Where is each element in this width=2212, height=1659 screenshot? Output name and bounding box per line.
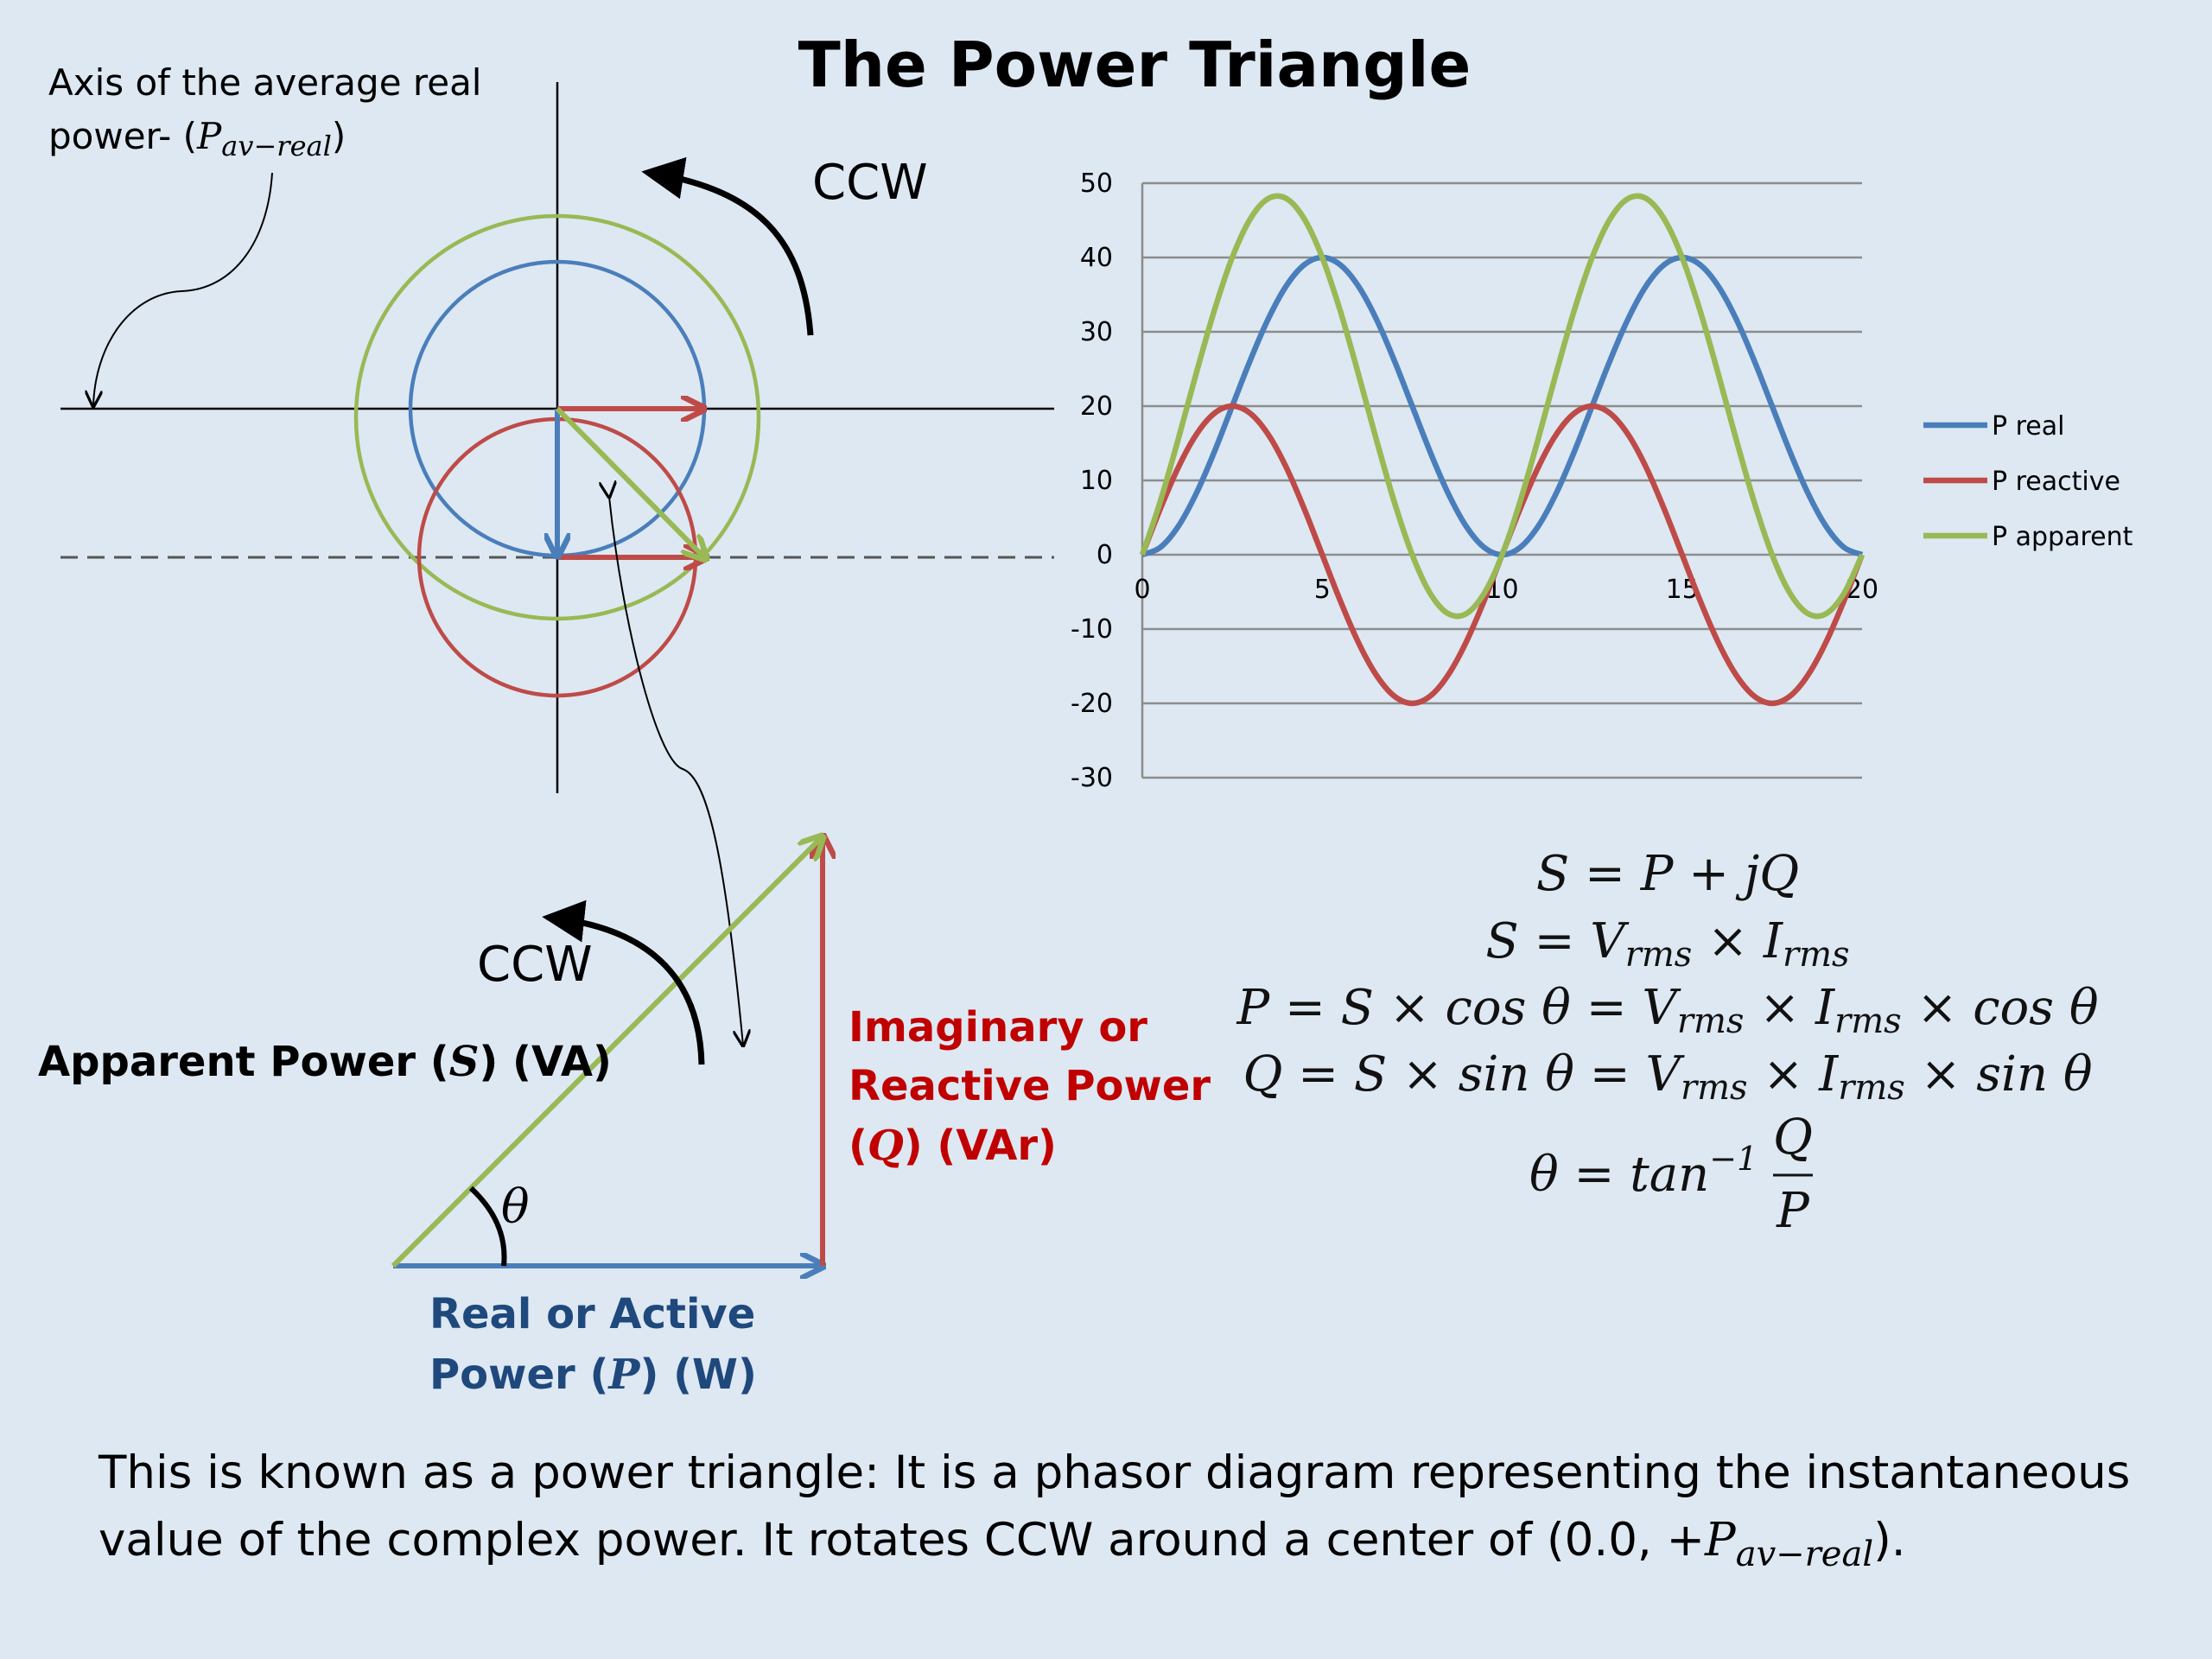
page-title: The Power Triangle [798, 29, 1471, 101]
ccw-label: CCW [812, 155, 928, 211]
chart-gridlines [1141, 181, 1862, 779]
chart-legend-label: P reactive [1992, 467, 2120, 497]
chart-y-tick-label: 0 [1096, 540, 1113, 570]
chart-series-lines [1139, 193, 1866, 707]
axis-note-pointer [93, 172, 273, 406]
reactive-power-label-line3: (Q) (VAr) [849, 1122, 1057, 1170]
theta-angle-arc [468, 1185, 507, 1267]
formula-theta-denominator: P [1776, 1183, 1810, 1239]
chart-y-tick-label: 30 [1080, 317, 1113, 347]
formula-apparent-power: S = Vrms × Irms [1485, 913, 1849, 975]
chart-x-tick-label: 5 [1314, 575, 1331, 605]
formula-real-power: P = S × cos θ = Vrms × Irms × cos θ [1236, 980, 2098, 1041]
connector-arrow [609, 497, 743, 1046]
formula-theta-numerator: Q [1773, 1109, 1813, 1166]
power-triangle: θ CCW Apparent Power (S) (VA) Imaginary … [38, 838, 1211, 1399]
theta-symbol: θ [501, 1179, 530, 1234]
chart-x-tick-label: 0 [1134, 575, 1150, 605]
ccw-label-lower: CCW [477, 937, 593, 993]
axis-note-line2: power- (Pav−real) [48, 115, 346, 162]
formula-block: S = P + jQ S = Vrms × Irms P = S × cos θ… [1236, 846, 2098, 1239]
ccw-rotation-arrow [641, 156, 814, 336]
chart-y-tick-label: -10 [1071, 614, 1113, 645]
chart-y-tick-label: 40 [1080, 243, 1113, 273]
chart-y-tick-label: 50 [1080, 168, 1113, 199]
formula-theta: θ = tan−1 [1529, 1140, 1758, 1203]
real-power-label-line1: Real or Active [429, 1290, 755, 1338]
apparent-power-circle [353, 213, 761, 621]
chart-y-tick-label: 10 [1080, 466, 1113, 496]
caption-line1: This is known as a power triangle: It is… [98, 1446, 2130, 1499]
chart-legend-label: P real [1992, 411, 2064, 442]
chart-y-tick-label: 20 [1080, 391, 1113, 422]
reactive-power-label-line1: Imaginary or [849, 1003, 1147, 1052]
formula-reactive-power: Q = S × sin θ = Vrms × Irms × sin θ [1243, 1046, 2092, 1108]
chart-legend: P real P reactive P apparent [1923, 411, 2133, 552]
chart-y-tick-label: -30 [1071, 763, 1113, 793]
chart-series-line-p-apparent [1139, 193, 1865, 620]
phasor-diagram: CCW Axis of the average real power- (Pav… [48, 61, 1054, 793]
chart-y-tick-labels: 50 40 30 20 10 0 -10 -20 -30 [1071, 168, 1113, 793]
formula-complex-power: S = P + jQ [1536, 846, 1799, 902]
real-power-label-line2: Power (P) (W) [429, 1351, 757, 1399]
chart-legend-label: P apparent [1992, 522, 2133, 552]
ccw-rotation-arrow-lower [542, 899, 705, 1065]
apparent-power-side [391, 838, 821, 1268]
chart-y-tick-label: -20 [1071, 689, 1113, 719]
axis-note-line1: Axis of the average real [48, 61, 481, 104]
apparent-power-label: Apparent Power (S) (VA) [38, 1038, 612, 1086]
reactive-power-label-line2: Reactive Power [849, 1062, 1211, 1110]
caption-line2: value of the complex power. It rotates C… [99, 1514, 1906, 1574]
